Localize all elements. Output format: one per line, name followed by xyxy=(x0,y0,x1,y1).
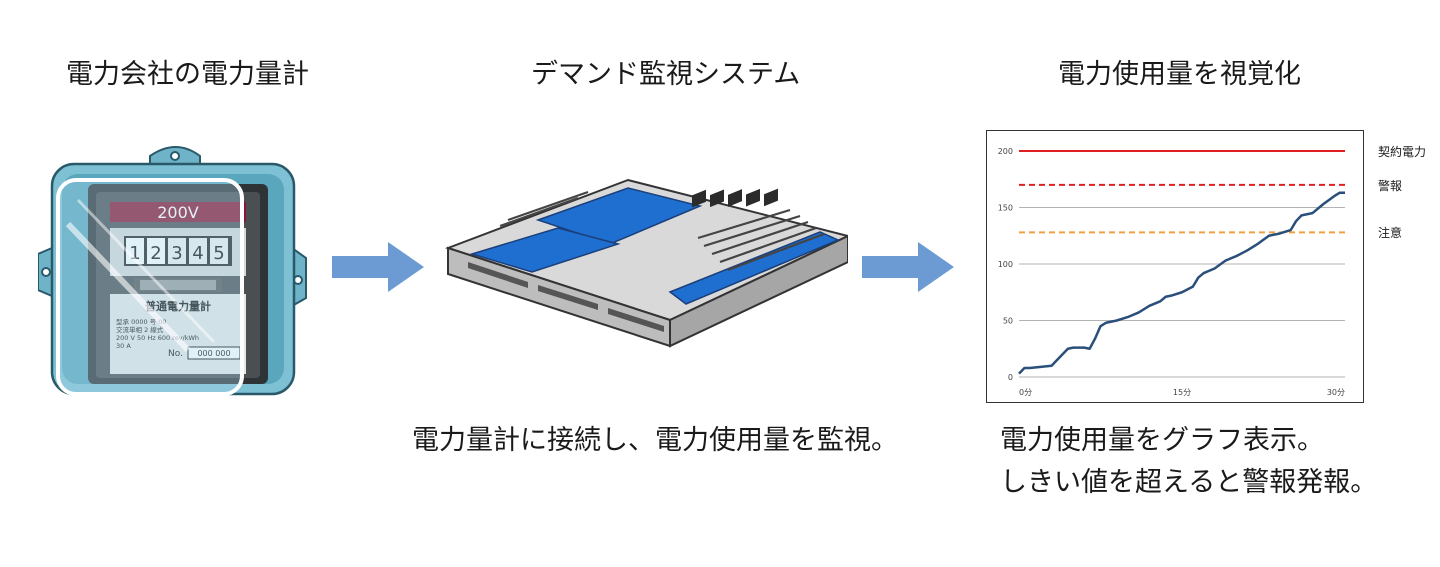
arrow-right-icon xyxy=(862,242,954,292)
meter-spec-2: 交流単相 2 線式 xyxy=(116,325,164,334)
arrow-right-icon xyxy=(332,242,424,292)
caption-visualize-line2: しきい値を超えると警報発報。 xyxy=(1000,467,1378,498)
heading-visualize: 電力使用量を視覚化 xyxy=(1058,59,1301,90)
meter-digit: 2 xyxy=(150,243,161,264)
meter-spec-4: 30 A xyxy=(116,342,131,350)
meter-serial-label: No. xyxy=(168,349,183,359)
meter-digit: 1 xyxy=(129,243,140,264)
caption-visualize-line1: 電力使用量をグラフ表示。 xyxy=(1000,425,1324,456)
y-tick-label: 150 xyxy=(998,204,1013,213)
usage-series-line xyxy=(1018,191,1345,375)
y-tick-label: 200 xyxy=(998,147,1013,156)
heading-meter: 電力会社の電力量計 xyxy=(66,59,309,90)
meter-digit-box xyxy=(189,238,207,264)
usage-chart-svg: 0 50 100 150 200 0分 15分 30分 xyxy=(998,147,1345,397)
meter-digit: 5 xyxy=(213,243,224,264)
y-tick-label: 50 xyxy=(1003,317,1013,326)
meter-digit: 3 xyxy=(171,243,182,264)
meter-serial-value: 000 000 xyxy=(197,349,230,358)
voltage-label: 200V xyxy=(157,203,199,222)
meter-spec-1: 型承 0000 号 00 xyxy=(116,317,167,326)
caption-system: 電力量計に接続し、電力使用量を監視。 xyxy=(412,425,898,456)
meter-digit-box xyxy=(210,238,228,264)
x-tick-label: 30分 xyxy=(1327,388,1345,397)
arrow-shape xyxy=(332,242,424,292)
meter-spec-3: 200 V 50 Hz 600 rev/kWh xyxy=(116,334,199,342)
heading-system: デマンド監視システム xyxy=(531,59,801,90)
threshold-label: 注意 xyxy=(1378,226,1403,241)
demand-monitor-device-illustration xyxy=(444,178,848,348)
y-tick-label: 100 xyxy=(998,260,1013,269)
threshold-label: 契約電力 xyxy=(1378,145,1427,159)
meter-digit-box xyxy=(126,238,144,264)
meter-digit: 4 xyxy=(192,243,203,264)
y-tick-label: 0 xyxy=(1008,373,1013,382)
meter-digit-box xyxy=(147,238,165,264)
x-tick-label: 15分 xyxy=(1173,388,1191,397)
meter-digit-box xyxy=(168,238,186,264)
arrow-shape xyxy=(862,242,954,292)
x-tick-label: 0分 xyxy=(1019,388,1032,397)
threshold-label: 警報 xyxy=(1378,178,1403,193)
usage-chart: 0 50 100 150 200 0分 15分 30分 xyxy=(986,130,1364,403)
